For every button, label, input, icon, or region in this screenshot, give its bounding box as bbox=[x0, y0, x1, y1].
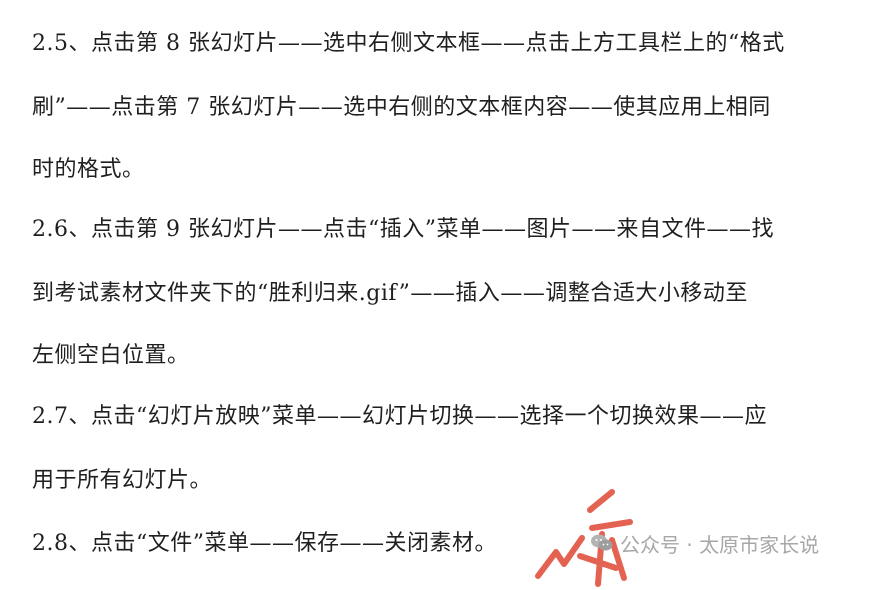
watermark-text: 公众号 · 太原市家长说 bbox=[620, 532, 820, 557]
paragraph-2-7-line-1: 2.7、点击“幻灯片放映”菜单——幻灯片切换——选择一个切换效果——应 bbox=[32, 404, 767, 429]
paragraph-2-5-line-2: 刷”——点击第 7 张幻灯片——选中右侧的文本框内容——使其应用上相同 bbox=[32, 95, 771, 120]
wechat-watermark: 公众号 · 太原市家长说 bbox=[590, 528, 819, 558]
paragraph-2-8-line-1: 2.8、点击“文件”菜单——保存——关闭素材。 bbox=[32, 531, 497, 556]
paragraph-2-7-line-2: 用于所有幻灯片。 bbox=[32, 468, 213, 493]
paragraph-2-6-line-2: 到考试素材文件夹下的“胜利归来.gif”——插入——调整合适大小移动至 bbox=[32, 281, 748, 306]
paragraph-2-6-line-3: 左侧空白位置。 bbox=[32, 343, 190, 368]
paragraph-2-6-line-1: 2.6、点击第 9 张幻灯片——点击“插入”菜单——图片——来自文件——找 bbox=[32, 217, 774, 242]
wechat-icon bbox=[591, 534, 613, 551]
paragraph-2-5-line-1: 2.5、点击第 8 张幻灯片——选中右侧文本框——点击上方工具栏上的“格式 bbox=[32, 31, 785, 56]
paragraph-2-5-line-3: 时的格式。 bbox=[32, 157, 145, 182]
